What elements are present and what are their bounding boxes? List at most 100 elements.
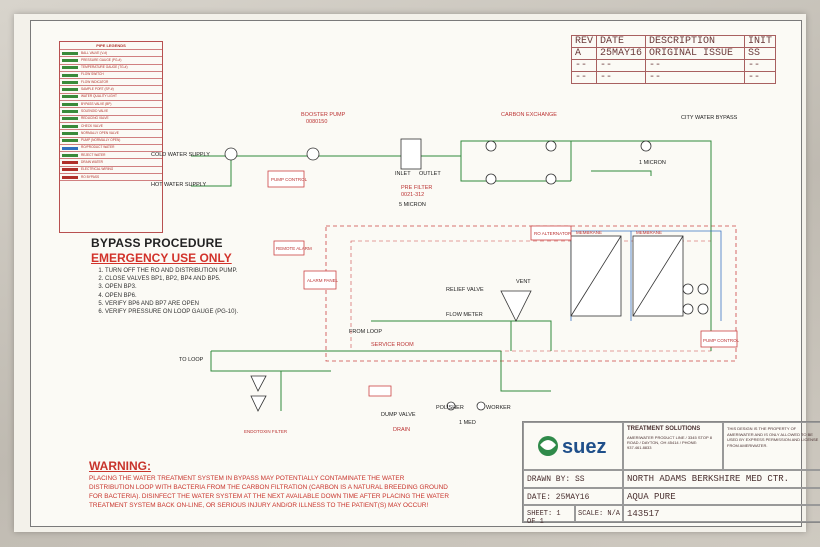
legend-label: BALL VALVE (V-#) <box>81 50 108 55</box>
vent-label: VENT <box>516 279 531 285</box>
legend-swatch <box>62 58 78 62</box>
legend-item: RO/PRODUCT WATER <box>60 145 162 153</box>
pipe-legend: PIPE LEGENDS BALL VALVE (V-#) PRESSURE GA… <box>59 41 163 233</box>
warning-body: PLACING THE WATER TREATMENT SYSTEM IN BY… <box>89 475 449 509</box>
remote-alarm-label: REMOTE ALARM <box>276 246 312 251</box>
pump-control-2-label: PUMP CONTROL <box>703 338 740 343</box>
legend-item: BALL VALVE (V-#) <box>60 50 162 58</box>
bypass-step: TURN OFF THE RO AND DISTRIBUTION PUMP. <box>105 267 351 275</box>
client-name: NORTH ADAMS BERKSHIRE MED CTR. <box>623 470 820 488</box>
legend-item: BYPASS VALVE (BP) <box>60 101 162 109</box>
revision-row: -- -- -- -- <box>570 71 777 84</box>
legend-swatch <box>62 80 78 84</box>
company-name: TREATMENT SOLUTIONS <box>627 426 701 432</box>
pump-control-label: PUMP CONTROL <box>271 177 308 182</box>
legend-label: BYPASS VALVE (BP) <box>81 101 112 106</box>
prefilter-icon <box>400 138 422 170</box>
legend-label: RO BYPASS <box>81 174 100 179</box>
legend-item: FLOW INDICATOR <box>60 79 162 87</box>
city-water-bypass-label: CITY WATER BYPASS <box>681 115 738 121</box>
components <box>224 138 709 412</box>
title-block: suez TREATMENT SOLUTIONS AMERIWATER PROD… <box>522 421 820 526</box>
legend-item: WATER QUALITY LIGHT <box>60 94 162 102</box>
to-loop-label: TO LOOP <box>179 357 204 363</box>
membrane-label: MEMBRANE <box>636 230 662 235</box>
legend-swatch <box>62 102 78 106</box>
revision-cell: -- <box>570 71 598 84</box>
pump-icon <box>697 283 709 295</box>
legend-item: PUMP (NORMALLY OPEN) <box>60 138 162 145</box>
inlet-label: INLET <box>395 171 411 177</box>
revision-cell: -- <box>744 71 777 84</box>
carbon-tank-icon <box>545 140 557 152</box>
legend-label: TEMPERATURE GAUGE (TG-#) <box>81 65 128 70</box>
revision-table: REV DATE DESCRIPTION INIT A 25MAY16 ORIG… <box>570 35 777 84</box>
legend-item: TEMPERATURE GAUGE (TG-#) <box>60 65 162 72</box>
filter-icon <box>640 140 652 152</box>
legend-label: PUMP (NORMALLY OPEN) <box>81 138 121 143</box>
5-micron-label: 5 MICRON <box>399 202 426 208</box>
legend-label: PRESSURE GAUGE (PG-#) <box>81 57 122 62</box>
from-loop-label: FROM LOOP <box>349 329 382 335</box>
pump-icon <box>306 147 320 161</box>
legend-item: ELECTRICAL WIRING <box>60 167 162 175</box>
water-treatment-schematic: COLD WATER SUPPLY HOT WATER SUPPLY BOOST… <box>151 112 740 434</box>
logo-cell: suez <box>523 422 623 470</box>
pump-icon <box>682 283 694 295</box>
pump-icon <box>476 401 486 411</box>
pump-icon <box>682 303 694 315</box>
booster-pump-label: BOOSTER PUMP <box>301 112 346 118</box>
service-room-label: SERVICE ROOM <box>371 342 414 348</box>
legend-swatch <box>62 146 78 150</box>
bypass-step: OPEN BP3. <box>105 283 351 291</box>
booster-pump-icon <box>224 147 238 161</box>
bypass-step: OPEN BP6. <box>105 292 351 300</box>
bypass-step: CLOSE VALVES BP1, BP2, BP4 AND BP5. <box>105 275 351 283</box>
warning-section: WARNING: PLACING THE WATER TREATMENT SYS… <box>89 459 449 510</box>
legend-label: NORMALLY OPEN VALVE <box>81 130 119 135</box>
legend-title: PIPE LEGENDS <box>60 42 162 50</box>
legend-item: RO BYPASS <box>60 174 162 182</box>
carbon-tank-icon <box>545 173 557 185</box>
company-cell: TREATMENT SOLUTIONS AMERIWATER PRODUCT L… <box>623 422 723 470</box>
legend-rows: BALL VALVE (V-#) PRESSURE GAUGE (PG-#) TEM… <box>60 50 162 182</box>
control-boxes <box>267 170 738 397</box>
company-address: AMERIWATER PRODUCT LINE / 3345 STOP 8 RO… <box>627 435 712 450</box>
bypass-step: VERIFY PRESSURE ON LOOP GAUGE (PG-10). <box>105 308 351 316</box>
legend-item: PRESSURE GAUGE (PG-#) <box>60 57 162 65</box>
revision-cell: -- <box>596 71 647 84</box>
ro-alternator-label: RO ALTERNATOR <box>534 231 572 236</box>
legend-item: FLOW SWITCH <box>60 72 162 80</box>
membrane-label: MEMBRANE <box>576 230 602 235</box>
legend-swatch <box>62 139 78 143</box>
sheet-number: SHEET: 1 OF 1 <box>523 505 575 526</box>
1-micron-label: 1 MICRON <box>639 160 666 166</box>
legend-swatch <box>62 131 78 135</box>
product-name: AQUA PURE <box>623 488 820 505</box>
endotoxin-filter-icon <box>250 395 267 412</box>
legend-swatch <box>62 161 78 165</box>
emergency-subheading: EMERGENCY USE ONLY <box>91 251 232 265</box>
pump-icon <box>446 401 456 411</box>
legend-swatch <box>62 117 78 121</box>
legend-swatch <box>62 124 78 128</box>
legend-label: FLOW INDICATOR <box>81 79 109 84</box>
legend-item: REDUCING VALVE <box>60 116 162 123</box>
property-notice: THIS DESIGN IS THE PROPERTY OF AMERIWATE… <box>727 426 819 448</box>
endotoxin-filter-icon <box>250 375 267 392</box>
legend-item: SOLENOID VALVE <box>60 108 162 116</box>
schematic-labels: COLD WATER SUPPLY HOT WATER SUPPLY BOOST… <box>151 112 740 434</box>
prefilter-part: 0021-312 <box>401 192 424 198</box>
drawing-frame: PIPE LEGENDS BALL VALVE (V-#) PRESSURE GA… <box>30 20 820 527</box>
pump-icon <box>697 303 709 315</box>
legend-swatch <box>62 66 78 70</box>
carbon-tank-icon <box>485 140 497 152</box>
legend-swatch <box>62 168 78 172</box>
drawing-date: DATE: 25MAY16 <box>523 488 623 505</box>
bypass-procedure: BYPASS PROCEDURE EMERGENCY USE ONLY TURN… <box>91 236 351 316</box>
dump-valve-label: DUMP VALVE <box>381 412 416 418</box>
legend-label: FLOW SWITCH <box>81 72 104 77</box>
legend-swatch <box>62 110 78 114</box>
legend-label: DRAIN WATER <box>81 160 103 164</box>
legend-label: ELECTRICAL WIRING <box>81 167 114 172</box>
